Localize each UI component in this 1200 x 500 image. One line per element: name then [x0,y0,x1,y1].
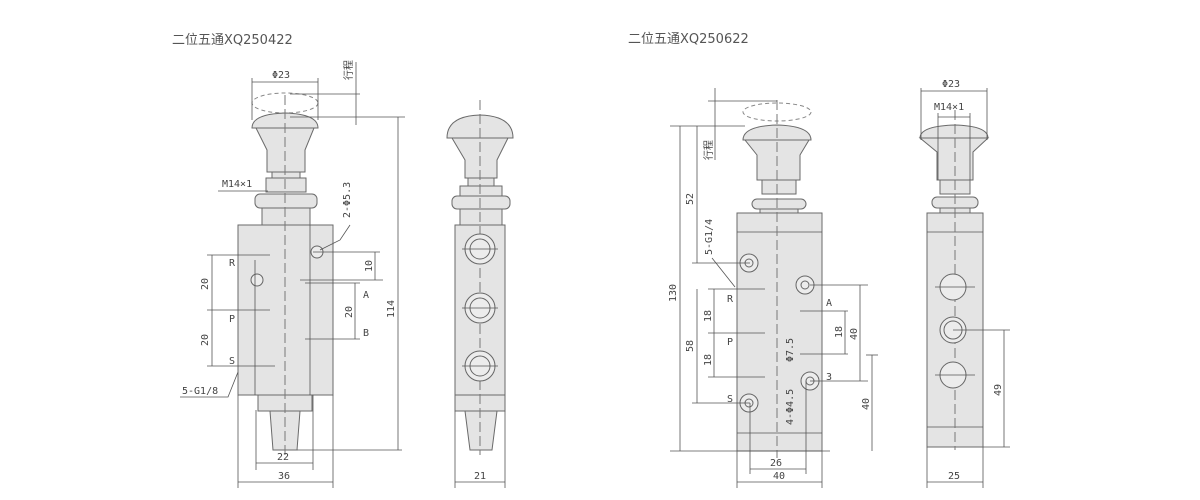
port-hole [935,361,975,389]
lock-nut [254,193,318,209]
dim-20-r-p: 20 [200,278,211,290]
dim-side-width: 25 [948,471,960,482]
port-label-s: S [229,356,235,367]
dim-mount-holes: 4-Φ4.5 [785,389,796,425]
thread-section [265,177,307,193]
port-hole [935,273,975,301]
dim-height: 130 [668,284,679,302]
push-button-cap [919,124,989,139]
dim-width-inner: 26 [770,458,782,469]
dim-stroke: 行程 [342,60,355,80]
port-hole [462,350,498,382]
dim-side-thread: M14×1 [934,102,964,113]
mount-hole [250,273,264,287]
dim-18-a: 18 [834,326,845,338]
dim-width: 36 [278,471,290,482]
right-front-view: 行程 130 52 5-G1/4 58 18 18 R P S A 18 40 … [668,88,878,488]
dim-mount-holes: 2-Φ5.3 [342,182,353,218]
dim-height: 114 [386,300,397,318]
dim-52: 52 [685,193,696,205]
dim-18-p-s: 18 [703,354,714,366]
dim-40-bottom: 40 [861,398,872,410]
dim-3: 3 [826,372,832,383]
push-button-stem [255,127,315,173]
port-label-a: A [363,290,369,301]
bottom-plunger [269,410,301,451]
left-front-view: Φ23 行程 M14×1 2-Φ5.3 10 20 A B 20 20 R P … [180,60,405,488]
dim-20-p-s: 20 [200,334,211,346]
dim-40-ports: 40 [849,328,860,340]
dim-ports: 5-G1/4 [704,219,715,255]
dim-20-a-b: 20 [344,306,355,318]
right-valve-title: 二位五通XQ250622 [628,32,749,47]
port-label-b: B [363,328,369,339]
dim-width: 40 [773,471,785,482]
port-hole [462,233,498,265]
dim-side-button-dia: Φ23 [942,79,960,90]
port-label-p: P [727,337,733,348]
dim-stroke: 行程 [702,140,715,160]
lock-nut [751,198,807,210]
port-label-p: P [229,314,235,325]
dim-side-width: 21 [474,471,486,482]
dim-button-dia: Φ23 [272,70,290,81]
lock-nut [451,195,511,210]
thread-section [761,179,797,195]
left-side-view: 21 [446,100,514,488]
dim-58: 58 [685,340,696,352]
port-label-a: A [826,298,832,309]
port-hole [795,275,815,295]
port-label-r: R [727,294,734,305]
dim-hole-dia: Φ7.5 [785,338,796,362]
dim-side-height: 49 [993,384,1004,396]
left-valve-title: 二位五通XQ250422 [172,33,293,48]
dim-10: 10 [364,260,375,272]
dim-18-r-p: 18 [703,310,714,322]
dim-ports: 5-G1/8 [182,386,218,397]
dim-width-inner: 22 [277,452,289,463]
port-label-r: R [229,258,236,269]
port-label-s: S [727,394,733,405]
port-hole [462,292,498,324]
dim-thread: M14×1 [222,179,252,190]
right-side-view: Φ23 M14×1 49 25 [918,79,1010,488]
